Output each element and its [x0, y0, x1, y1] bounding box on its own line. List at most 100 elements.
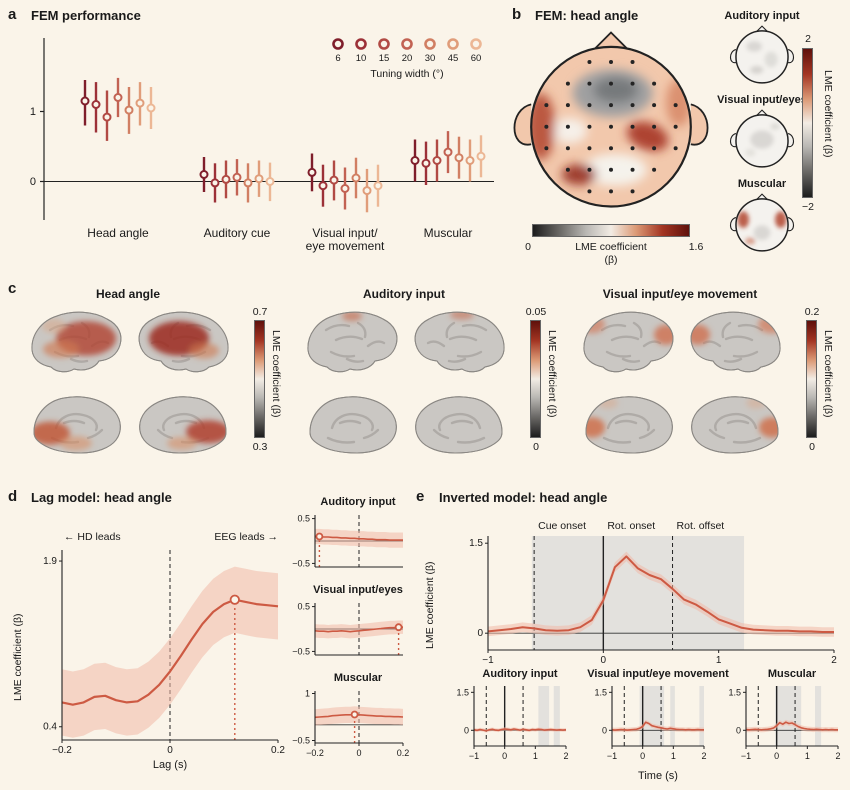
panel-e-title: Inverted model: head angle — [439, 490, 608, 505]
panel-d-sub-2: 1 −0.5 −0.2 0 0.2 — [292, 689, 410, 758]
panel-e-sub-title-2: Muscular — [767, 668, 817, 680]
svg-text:0: 0 — [602, 725, 607, 735]
panel-c-colorbar-2-max: 0.2 — [804, 306, 820, 318]
panel-d-ylabel: LME coefficient (β) — [12, 613, 24, 701]
svg-text:1.5: 1.5 — [456, 687, 469, 697]
svg-text:1.5: 1.5 — [594, 687, 607, 697]
svg-text:Cue onset: Cue onset — [538, 520, 586, 532]
panel-c-group-title-2: Visual input/eye movement — [602, 287, 758, 301]
panel-c-colorbar-0-max: 0.7 — [252, 306, 268, 318]
svg-text:0: 0 — [464, 725, 469, 735]
panel-b-side-colorbar-min: −2 — [802, 201, 814, 213]
svg-text:−0.2: −0.2 — [306, 748, 324, 758]
svg-text:−0.5: −0.5 — [292, 735, 310, 745]
panel-c-label: c — [8, 280, 17, 297]
panel-e-sub-title-1: Visual input/eye movement — [587, 668, 729, 680]
panel-b-small-title-auditory: Auditory input — [724, 10, 800, 22]
svg-text:Rot. onset: Rot. onset — [607, 520, 655, 532]
svg-text:0: 0 — [736, 725, 741, 735]
svg-text:0: 0 — [167, 745, 173, 756]
svg-text:45: 45 — [448, 53, 459, 64]
svg-text:0: 0 — [356, 748, 361, 758]
panel-d-sub-1: 0.5 −0.5 — [292, 602, 403, 656]
svg-text:Tuning width (°): Tuning width (°) — [370, 68, 443, 80]
svg-text:Auditory cue: Auditory cue — [204, 226, 271, 240]
panel-b-small-topo-2 — [729, 193, 795, 252]
svg-text:Visual input/: Visual input/ — [312, 226, 378, 240]
panel-e-sub-title-0: Auditory input — [482, 668, 558, 680]
svg-text:0: 0 — [640, 751, 645, 761]
svg-text:0.4: 0.4 — [43, 722, 57, 733]
panel-b-small-title-visual: Visual input/eyes — [717, 94, 807, 106]
panel-c-brains-2 — [583, 311, 781, 454]
panel-e-sub-0: 1.5 0 −1 0 1 2 — [456, 686, 569, 761]
panel-d-sub-0: 0.5−0.5 — [292, 514, 403, 568]
panel-d-sub-title-2: Muscular — [333, 672, 383, 684]
svg-text:1.9: 1.9 — [43, 556, 57, 567]
svg-text:6: 6 — [335, 53, 340, 64]
svg-text:1: 1 — [533, 751, 538, 761]
svg-text:30: 30 — [425, 53, 436, 64]
svg-text:−1: −1 — [482, 655, 494, 666]
svg-text:1.5: 1.5 — [469, 538, 483, 549]
panel-c-colorbar-2-caption: LME coefficient (β) — [822, 330, 834, 418]
svg-text:2: 2 — [831, 655, 837, 666]
panel-e-chart: Cue onset Rot. onset Rot. offset 0 1.5 −1 0 1 2 — [469, 520, 837, 666]
panel-b-colorbar-min: 0 — [525, 241, 531, 253]
svg-text:20: 20 — [402, 53, 413, 64]
panel-c-group-title-1: Auditory input — [363, 287, 445, 301]
panel-e-label: e — [416, 488, 425, 505]
panel-b-colorbar-caption: LME coefficient — [575, 241, 647, 253]
panel-a-title: FEM performance — [31, 8, 141, 23]
panel-d-sub-title-1: Visual input/eyes — [313, 584, 403, 596]
panel-b-small-topo-0 — [729, 25, 795, 84]
svg-text:0.2: 0.2 — [397, 748, 410, 758]
panel-b-side-colorbar-max: 2 — [805, 33, 811, 45]
panel-b-small-topo-1 — [729, 109, 795, 168]
svg-text:2: 2 — [563, 751, 568, 761]
svg-text:0: 0 — [601, 655, 607, 666]
panel-c-colorbar-0 — [254, 320, 265, 438]
svg-text:0.5: 0.5 — [297, 602, 310, 612]
svg-text:1: 1 — [716, 655, 722, 666]
svg-text:1: 1 — [671, 751, 676, 761]
panel-c-colorbar-1-min: 0 — [533, 441, 539, 453]
panel-a-label: a — [8, 6, 17, 23]
panel-c-colorbar-0-min: 0.3 — [252, 441, 268, 453]
svg-text:1: 1 — [30, 106, 36, 118]
panel-c-colorbar-2-min: 0 — [809, 441, 815, 453]
svg-text:15: 15 — [379, 53, 390, 64]
svg-text:10: 10 — [356, 53, 367, 64]
panel-b-colorbar-max: 1.6 — [688, 241, 704, 253]
panel-b-colorbar-caption2: (β) — [604, 254, 618, 266]
svg-text:−0.5: −0.5 — [292, 646, 310, 656]
panel-b-colorbar — [532, 224, 690, 237]
svg-text:eye movement: eye movement — [306, 239, 385, 253]
svg-text:2: 2 — [701, 751, 706, 761]
svg-text:Muscular: Muscular — [424, 226, 473, 240]
svg-text:1: 1 — [305, 689, 310, 699]
svg-text:0: 0 — [502, 751, 507, 761]
svg-text:0: 0 — [774, 751, 779, 761]
panel-c-brains-0 — [31, 311, 229, 454]
svg-text:−1: −1 — [469, 751, 479, 761]
svg-text:0: 0 — [477, 628, 483, 639]
svg-text:Head angle: Head angle — [87, 226, 149, 240]
panel-d-title: Lag model: head angle — [31, 490, 172, 505]
panel-b-small-title-muscular: Muscular — [737, 178, 787, 190]
panel-c-colorbar-1-max: 0.05 — [525, 306, 547, 318]
svg-text:−1: −1 — [741, 751, 751, 761]
panel-c-brains-1 — [307, 311, 505, 454]
svg-text:60: 60 — [471, 53, 482, 64]
panel-b-side-colorbar-caption: LME coefficient (β) — [822, 70, 834, 158]
svg-text:0.5: 0.5 — [297, 514, 310, 524]
svg-text:Rot. offset: Rot. offset — [677, 520, 725, 532]
svg-text:2: 2 — [835, 751, 840, 761]
panel-b-title: FEM: head angle — [535, 8, 639, 23]
panel-d-label: d — [8, 488, 18, 505]
